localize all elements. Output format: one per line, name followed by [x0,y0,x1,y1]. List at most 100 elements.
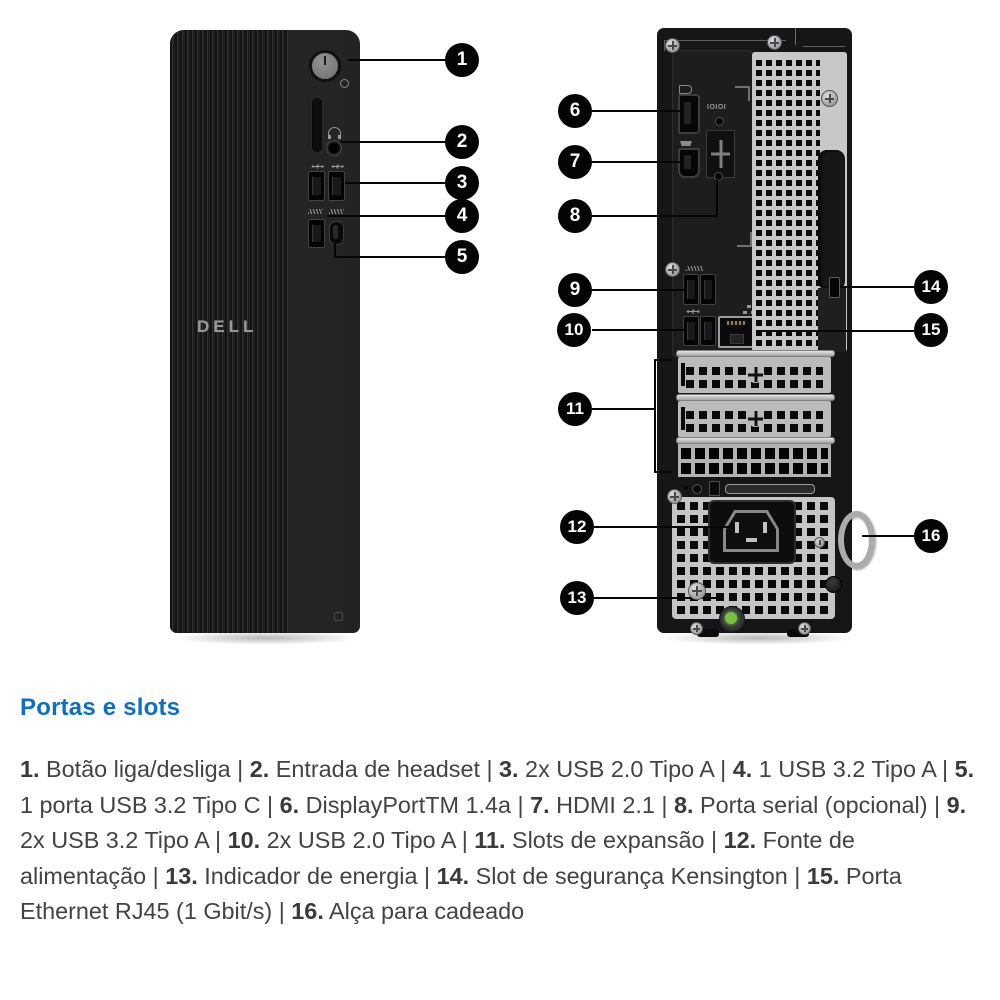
front-bottom-mark [334,612,343,621]
legend-item-number: 7. [530,791,550,818]
case-screw [767,35,782,50]
callout-line-15 [756,330,914,332]
callout-13: 13 [560,581,594,615]
inlet-pin-bottom [746,538,757,542]
optional-port-cover [706,130,735,178]
legend-separator: | [935,756,955,782]
rj45-pins [727,321,745,325]
callout-9-number: 9 [569,279,581,300]
front-usb2-port-1 [308,171,325,201]
callout-line-8 [592,215,718,217]
top-trim-line [664,40,786,41]
callout-5: 5 [445,240,479,274]
legend-item-number: 12. [723,827,757,853]
displayport-icon [679,85,692,94]
detail-dot [692,484,702,494]
legend-item-label: 1 USB 3.2 Tipo A [752,756,936,782]
hdmi-tongue [684,155,691,169]
rj45-tab [730,334,744,344]
back-usb32-port-2 [700,274,716,305]
power-button [309,50,341,82]
back-usb32-port-1 [683,274,699,305]
vent-plate [752,52,847,352]
callout-16-number: 16 [921,526,941,545]
legend-item-label: Porta serial (opcional) [693,791,928,818]
callout-6: 6 [558,94,592,128]
detail-dot-small [684,486,688,490]
usb-icon [686,308,700,314]
legend-item-number: 3. [499,756,519,782]
serial-port-dot [715,117,724,126]
top-notch [795,28,796,45]
foot [697,629,719,637]
top-trim-hook [664,40,665,51]
legend-item-label: 1 porta USB 3.2 Tipo C [20,791,261,818]
callout-1-number: 1 [456,49,468,70]
back-tower-shadow [660,631,855,645]
callout-9: 9 [558,273,592,307]
callout-14: 14 [914,270,948,304]
usb-10gbps-mark [308,209,323,214]
headset-pad-left [328,135,331,139]
callout-line-11 [592,408,656,410]
cover-left-bar [681,407,685,430]
headset-icon [328,127,341,139]
slot-rail [676,394,835,401]
back-usb2-port-1 [683,316,699,346]
legend-separator: | [455,827,475,853]
legend-item-number: 1. [20,756,40,782]
padlock-loop [838,511,875,569]
legend-item-number: 4. [732,756,753,782]
legend-separator: | [927,791,947,818]
front-usb32-port [308,219,325,248]
callout-line-6 [592,110,680,112]
case-screw [665,38,680,53]
legend-separator: | [511,791,531,818]
inlet-pin-left [735,522,739,533]
corner-mark [737,232,752,247]
inlet-shape-inner [726,513,776,549]
legend-item-label: 2x USB 2.0 Tipo A [518,756,714,782]
callout-14-number: 14 [921,277,941,296]
ethernet-port [718,316,754,348]
callout-line-4 [327,215,448,217]
usb-icon [331,164,344,169]
bottom-screw [798,622,811,635]
front-stripes-texture [170,30,288,633]
slot-rail [676,350,835,357]
callout-line-5-v [334,241,336,257]
legend-item-number: 10. [227,827,261,853]
legend-item-number: 5. [954,756,975,782]
net-node [747,305,751,308]
callout-7: 7 [558,145,592,179]
legend-item-label: HDMI 2.1 [549,791,655,818]
callout-line-16 [862,535,914,537]
callout-line-12 [594,526,731,528]
usb-10gbps-mark [686,266,703,271]
psu-screw [688,582,706,600]
case-handle [818,150,845,290]
callout-line-3 [345,182,448,184]
callout-line-10 [592,329,684,331]
dp-tongue [684,102,691,124]
legend-separator: | [208,827,228,853]
cover-thumbscrew [747,410,764,427]
power-button-bar [324,56,326,65]
legend-item-number: 2. [249,756,270,782]
callout-15: 15 [914,313,948,347]
callout-bracket-11-top [654,359,672,361]
expansion-slot-cover-1 [678,357,831,393]
power-icon [340,79,349,88]
legend-item-number: 15. [806,862,840,889]
legend-separator: | [417,862,437,889]
sd-card-slot [312,98,322,152]
legend-item-label: Botão liga/desliga [39,756,231,782]
hdmi-port [678,148,700,178]
case-screw [665,262,680,277]
callout-8: 8 [558,199,592,233]
usbc-tongue [333,225,338,239]
bottom-screw [690,622,703,635]
legend-item-label: Slots de expansão [505,827,705,853]
displayport-port [678,94,700,134]
cover-cross-h [711,152,730,156]
